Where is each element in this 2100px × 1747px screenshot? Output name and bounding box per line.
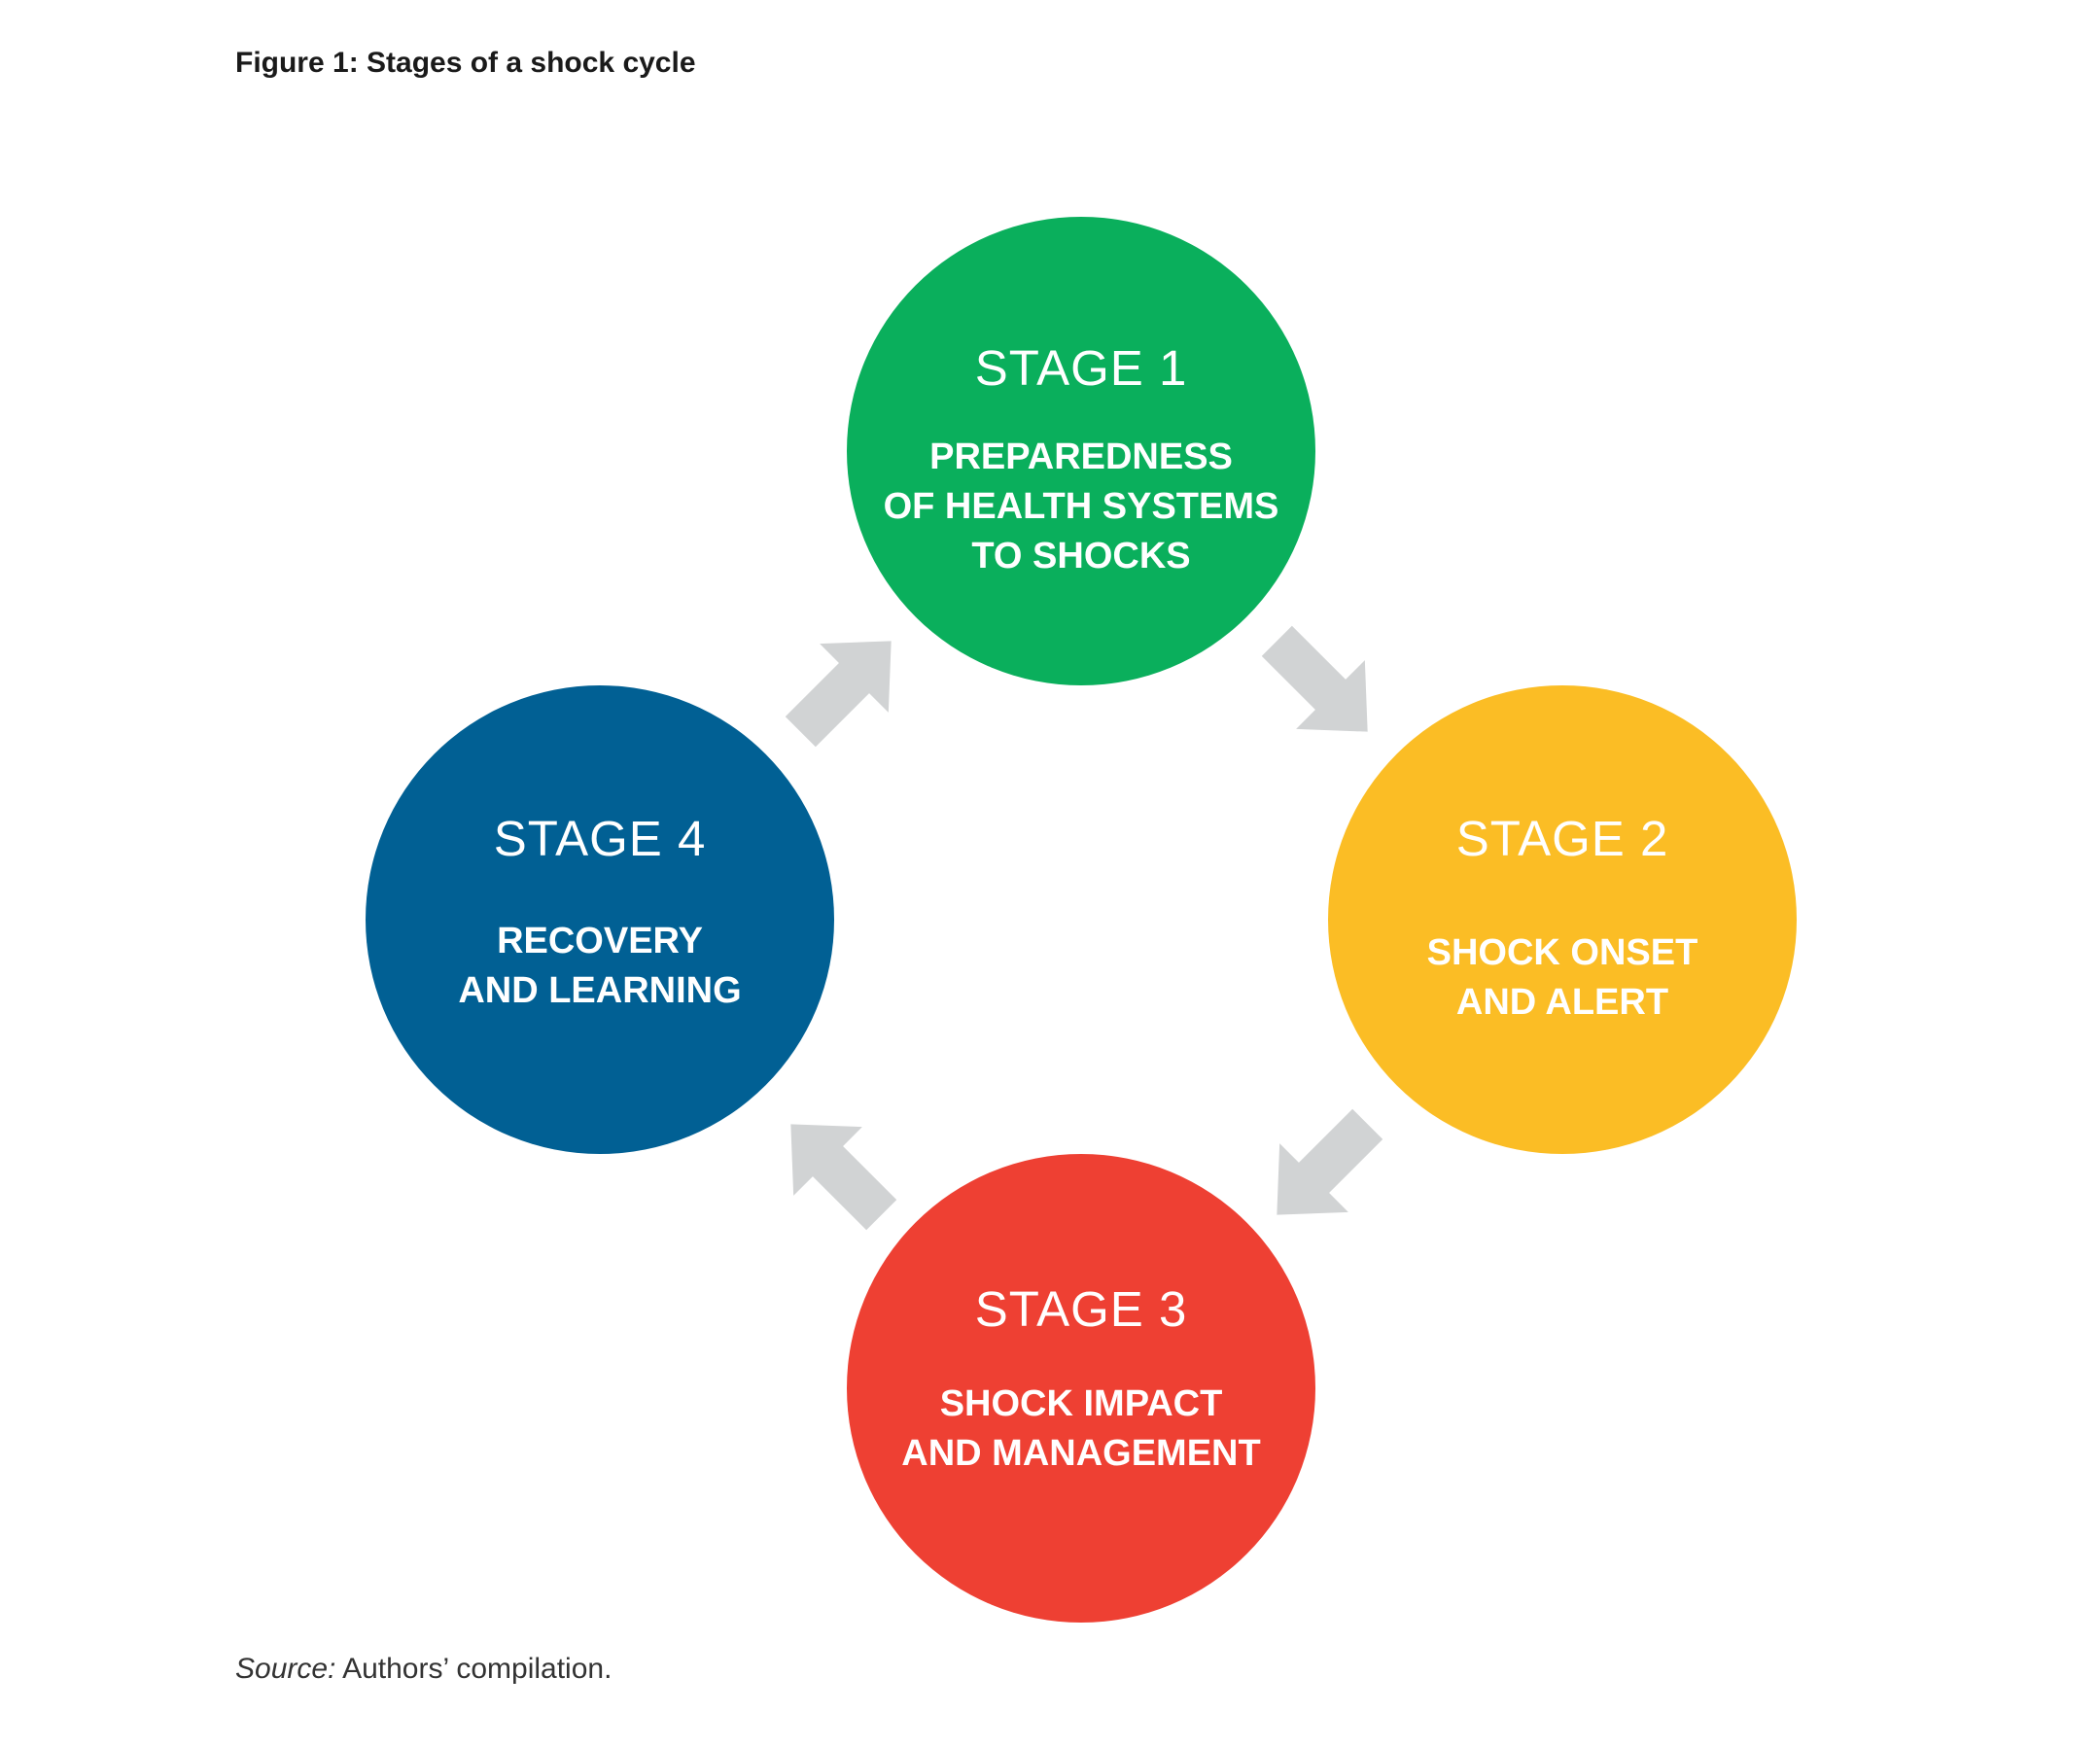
stage-2-description: SHOCK ONSET AND ALERT xyxy=(1348,928,1777,1028)
stage-1-title: STAGE 1 xyxy=(974,340,1188,396)
source-note: Source: Authors’ compilation. xyxy=(235,1653,612,1686)
source-text: Authors’ compilation. xyxy=(335,1653,612,1685)
stage-3-description: SHOCK IMPACT AND MANAGEMENT xyxy=(866,1380,1296,1479)
stage-1-circle: STAGE 1 PREPAREDNESS OF HEALTH SYSTEMS T… xyxy=(847,217,1315,685)
stage-2-title: STAGE 2 xyxy=(1455,811,1669,866)
stage-2-line-1: SHOCK ONSET xyxy=(1426,932,1698,973)
arrow-stage-3-to-4 xyxy=(790,1124,897,1231)
stage-3-circle: STAGE 3 SHOCK IMPACT AND MANAGEMENT xyxy=(847,1154,1315,1623)
stage-1-line-3: TO SHOCKS xyxy=(971,536,1191,577)
stage-4-line-1: RECOVERY xyxy=(497,921,703,961)
stage-3-line-1: SHOCK IMPACT xyxy=(939,1383,1223,1424)
stage-3-line-2: AND MANAGEMENT xyxy=(901,1433,1261,1474)
stage-3-title: STAGE 3 xyxy=(974,1281,1188,1337)
stage-4-title: STAGE 4 xyxy=(493,811,707,866)
source-label: Source: xyxy=(235,1653,336,1685)
stage-1-line-2: OF HEALTH SYSTEMS xyxy=(883,486,1279,527)
arrow-stage-4-to-1 xyxy=(785,641,892,748)
stage-4-line-2: AND LEARNING xyxy=(458,970,742,1011)
stage-2-line-2: AND ALERT xyxy=(1455,982,1669,1023)
figure-title: Figure 1: Stages of a shock cycle xyxy=(235,47,696,79)
stage-1-line-1: PREPAREDNESS xyxy=(929,437,1233,477)
stage-2-circle: STAGE 2 SHOCK ONSET AND ALERT xyxy=(1328,685,1797,1154)
arrow-stage-1-to-2 xyxy=(1261,625,1368,732)
stage-4-circle: STAGE 4 RECOVERY AND LEARNING xyxy=(366,685,834,1154)
arrow-stage-2-to-3 xyxy=(1277,1108,1383,1215)
stage-1-description: PREPAREDNESS OF HEALTH SYSTEMS TO SHOCKS xyxy=(866,433,1296,581)
stage-4-description: RECOVERY AND LEARNING xyxy=(385,917,815,1016)
